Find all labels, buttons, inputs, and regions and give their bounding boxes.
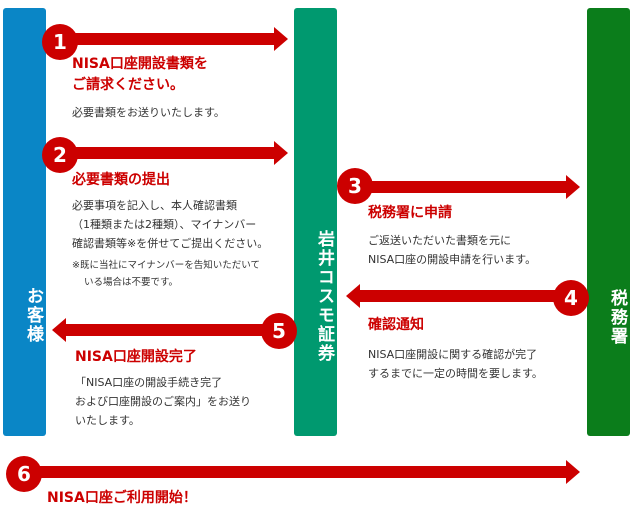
tax-office-column: 税務署	[587, 8, 630, 436]
step-5-body-2: および口座開設のご案内」をお送り	[75, 395, 251, 408]
step-3-body-2: NISA口座の開設申請を行います。	[368, 253, 537, 266]
step-1-title-line-2: ご請求ください。	[72, 77, 184, 93]
arrow-step-5	[52, 318, 284, 342]
arrow-step-4	[346, 284, 576, 308]
step-5-badge: 5	[261, 313, 297, 349]
step-5-title: NISA口座開設完了	[75, 349, 197, 365]
step-2-note-2: いる場合は不要です。	[84, 277, 179, 288]
step-6-badge: 6	[6, 456, 42, 492]
step-5-body-3: いたします。	[75, 414, 140, 427]
step-3-body-1: ご返送いただいた書類を元に	[368, 234, 511, 247]
tax-office-label: 税務署	[607, 288, 627, 346]
step-1-body: 必要書類をお送りいたします。	[72, 106, 225, 119]
step-4-badge: 4	[553, 280, 589, 316]
step-1-title-line-1: NISA口座開設書類を	[72, 56, 208, 72]
customer-label: お客様	[23, 286, 43, 344]
step-4-title: 確認通知	[368, 317, 424, 333]
arrow-step-2	[60, 141, 288, 165]
step-2-body-2: （1種類または2種類）、マイナンバー	[72, 218, 257, 231]
step-3-title: 税務署に申請	[368, 205, 452, 221]
broker-column: 岩井コスモ証券	[294, 8, 337, 436]
step-2-note-1: ※既に当社にマイナンバーを告知いただいて	[72, 260, 260, 271]
step-4-body-1: NISA口座開設に関する確認が完了	[368, 348, 538, 361]
step-2-body-1: 必要事項を記入し、本人確認書類	[72, 199, 237, 212]
step-6-title: NISA口座ご利用開始！	[47, 490, 197, 506]
step-4-body-2: するまでに一定の時間を要します。	[368, 367, 543, 380]
arrow-step-1	[60, 27, 288, 51]
step-2-title: 必要書類の提出	[72, 172, 170, 188]
step-1-badge: 1	[42, 24, 78, 60]
step-2-badge: 2	[42, 137, 78, 173]
step-2-body-3: 確認書類等※を併せてご提出ください。	[72, 237, 269, 250]
arrow-step-3	[350, 175, 580, 199]
arrow-step-6	[20, 460, 580, 484]
step-5-body-1: 「NISA口座の開設手続き完了	[75, 376, 223, 389]
broker-label: 岩井コスモ証券	[314, 229, 334, 363]
customer-column: お客様	[3, 8, 46, 436]
step-3-badge: 3	[337, 168, 373, 204]
